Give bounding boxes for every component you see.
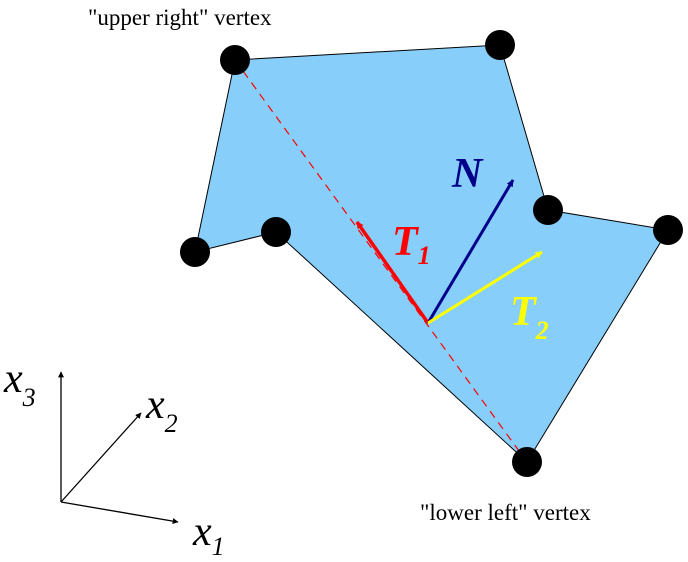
tangent-vector-2-subscript: 2 [535, 316, 549, 345]
normal-vector-label: N [451, 151, 484, 197]
tangent-vector-2-symbol: T [510, 289, 538, 335]
normal-vector-arrow [426, 179, 515, 324]
vertex-upper-right [220, 45, 250, 75]
x2-axis-subscript: 2 [165, 409, 178, 438]
tangent-vector-1-subscript: 1 [418, 241, 431, 270]
vertex [180, 237, 210, 267]
coordinate-axes: x3 x2 x1 [3, 356, 225, 561]
vertex [485, 30, 515, 60]
x1-axis-arrow [60, 501, 179, 525]
x3-axis-symbol: x [3, 356, 23, 402]
tangent-vector-1-arrow [355, 220, 430, 325]
vertex-lower-left [512, 447, 542, 477]
x2-axis-symbol: x [145, 382, 165, 428]
x2-axis-label: x2 [145, 382, 178, 438]
x3-axis-label: x3 [3, 356, 36, 412]
tangent-vector-2-label: T2 [510, 289, 549, 345]
vertex [533, 195, 563, 225]
tangent-vector-1-label: T1 [392, 219, 431, 270]
x3-axis-subscript: 3 [22, 383, 36, 412]
x1-axis-label: x1 [192, 509, 225, 561]
x2-axis-arrow [60, 412, 142, 503]
upper-right-vertex-label: "upper right" vertex [88, 5, 272, 30]
vertices [180, 30, 683, 477]
vertex [653, 215, 683, 245]
tangent-vector-1-symbol: T [392, 219, 420, 265]
x1-axis-subscript: 1 [212, 532, 225, 561]
lower-left-vertex-label: "lower left" vertex [420, 500, 591, 525]
x1-axis-symbol: x [192, 509, 212, 555]
tangent-vector-2-arrow [427, 250, 543, 325]
vertex [261, 217, 291, 247]
polygon-face [194, 44, 669, 463]
